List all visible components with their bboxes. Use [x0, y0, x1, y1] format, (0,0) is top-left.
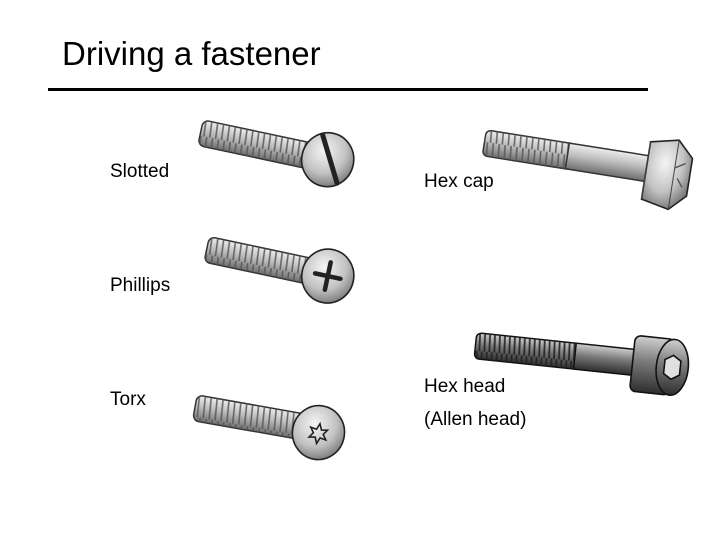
torx-label: Torx: [110, 389, 146, 410]
hex-cap-label: Hex cap: [424, 171, 494, 192]
slotted-screw-icon: [198, 120, 355, 188]
title-divider: [48, 88, 648, 91]
socket-head-cap-screw-icon: [473, 332, 690, 397]
torx-screw-icon: [192, 395, 346, 461]
hex-head-label: Hex head: [424, 376, 506, 397]
phillips-screw-icon: [204, 236, 355, 304]
hex-cap-bolt-icon: [482, 129, 694, 211]
slotted-label: Slotted: [110, 161, 170, 182]
slide-title: Driving a fastener: [62, 35, 321, 72]
allen-head-label: (Allen head): [424, 409, 527, 430]
phillips-label: Phillips: [110, 275, 171, 296]
